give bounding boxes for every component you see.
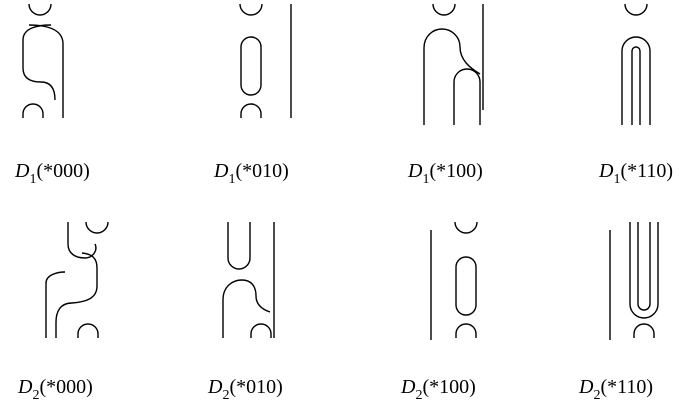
strand-bottom-arch — [453, 68, 481, 125]
strand-top-cup — [239, 3, 263, 16]
label-d1-100: D1(*100) — [407, 160, 483, 187]
diagram-d2-110 — [609, 222, 659, 340]
label-d2-000: D2(*000) — [17, 376, 93, 403]
label-main: D — [407, 160, 423, 182]
strand-top-cup — [454, 221, 478, 234]
label-subscript: 2 — [222, 388, 229, 403]
strand-left-lower — [40, 81, 56, 101]
strand-top-cup — [227, 222, 251, 270]
label-d2-100: D2(*100) — [400, 376, 476, 403]
strand-top-cup — [28, 3, 52, 16]
diagram-d2-010 — [222, 222, 275, 338]
strand-bottom-cap — [250, 323, 272, 338]
strand-left-swirl — [22, 24, 52, 83]
strand-top-cup — [432, 3, 456, 16]
strand-right-lower — [55, 302, 73, 338]
label-main: D — [578, 376, 594, 398]
strand-inner-cup — [637, 222, 651, 311]
label-subscript: 2 — [593, 388, 600, 403]
label-d2-110: D2(*110) — [578, 376, 653, 403]
label-argument: (*110) — [620, 160, 673, 182]
label-argument: (*100) — [422, 376, 475, 398]
label-subscript: 1 — [228, 172, 235, 187]
strand-loop — [455, 256, 477, 316]
diagram-d2-000 — [45, 221, 109, 338]
label-argument: (*000) — [39, 376, 92, 398]
label-main: D — [14, 160, 30, 182]
strand-bottom-cap — [240, 103, 262, 118]
diagram-d1-110 — [621, 3, 651, 125]
label-subscript: 2 — [415, 388, 422, 403]
label-argument: (*110) — [600, 376, 653, 398]
label-main: D — [598, 160, 614, 182]
label-main: D — [400, 376, 416, 398]
label-argument: (*000) — [36, 160, 89, 182]
label-main: D — [17, 376, 33, 398]
strand-inner-arch — [631, 46, 641, 125]
strand-bottom-cap — [77, 323, 99, 338]
strand-top-cup — [624, 3, 648, 16]
diagram-d2-100 — [430, 221, 478, 340]
strand-outer-cup — [629, 222, 659, 319]
strand-cap-swirl — [423, 28, 481, 125]
label-subscript: 2 — [32, 388, 39, 403]
label-subscript: 1 — [613, 172, 620, 187]
strand-left-vertical-curve — [67, 222, 86, 259]
strand-bottom-cap — [22, 103, 44, 118]
diagram-d1-100 — [423, 3, 484, 125]
label-subscript: 1 — [29, 172, 36, 187]
strand-bottom-cap — [633, 323, 655, 338]
strand-swirl — [222, 279, 271, 338]
label-d2-010: D2(*010) — [207, 376, 283, 403]
strand-bottom-cap — [455, 323, 477, 338]
strand-top-cup — [85, 221, 109, 234]
strand-right-swirl — [28, 24, 64, 118]
strand-lower-swirl — [71, 252, 98, 304]
label-main: D — [207, 376, 223, 398]
strand-upper-swirl — [84, 243, 97, 259]
label-main: D — [213, 160, 229, 182]
strand-loop — [240, 36, 262, 96]
diagram-d1-010 — [239, 3, 292, 118]
label-subscript: 1 — [422, 172, 429, 187]
strand-bottom-left-curve — [45, 271, 66, 284]
label-argument: (*100) — [429, 160, 482, 182]
label-d1-010: D1(*010) — [213, 160, 289, 187]
label-argument: (*010) — [229, 376, 282, 398]
label-d1-000: D1(*000) — [14, 160, 90, 187]
strand-outer-arch — [621, 36, 651, 125]
label-d1-110: D1(*110) — [598, 160, 673, 187]
diagram-d1-000 — [22, 3, 64, 118]
label-argument: (*010) — [235, 160, 288, 182]
